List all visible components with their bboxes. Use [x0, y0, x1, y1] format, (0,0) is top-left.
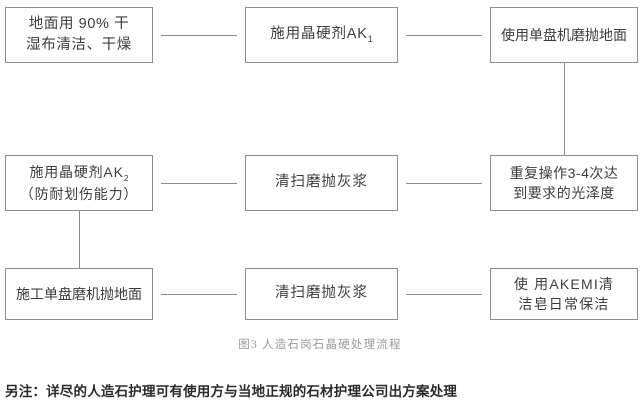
connector-r2-a-to-b [161, 183, 237, 184]
flow-node-apply-ak1-label: 施用晶硬剂AK1 [270, 24, 372, 46]
connector-r2-b-to-c [406, 183, 482, 184]
flow-node-polish-single-disc: 使用单盘机磨抛地面 [490, 7, 638, 63]
flow-node-apply-ak2: 施用晶硬剂AK2 （防耐划伤能力） [5, 155, 153, 211]
flow-node-apply-ak2-line1: 施用晶硬剂AK [29, 163, 124, 180]
flow-node-sweep-slurry-middle-label: 清扫磨抛灰浆 [275, 174, 368, 191]
flow-node-apply-ak1: 施用晶硬剂AK1 [245, 7, 398, 63]
flow-node-construct-single-disc: 施工单盘磨机抛地面 [5, 268, 153, 320]
flow-node-construct-single-disc-label: 施工单盘磨机抛地面 [16, 285, 142, 302]
connector-a-down [79, 211, 80, 268]
connector-r1-b-to-c [406, 35, 482, 36]
flow-node-repeat-operation: 重复操作3-4次达 到要求的光泽度 [490, 155, 638, 211]
flow-node-clean-floor: 地面用 90% 干 湿布清洁、干燥 [5, 7, 153, 63]
flow-node-apply-ak1-subscript: 1 [367, 33, 373, 44]
connector-r3-b-to-c [406, 294, 482, 295]
flow-node-akemi-daily-care-label: 使 用AKEMI清 洁皂日常保洁 [513, 275, 615, 312]
flow-node-polish-single-disc-label: 使用单盘机磨抛地面 [501, 26, 627, 43]
connector-r3-a-to-b [161, 294, 237, 295]
flow-node-sweep-slurry-middle: 清扫磨抛灰浆 [245, 155, 398, 211]
connector-c-down [564, 63, 565, 155]
flow-node-apply-ak2-subscript: 2 [123, 172, 129, 183]
flow-node-sweep-slurry-bottom: 清扫磨抛灰浆 [245, 268, 398, 320]
flow-node-apply-ak2-label: 施用晶硬剂AK2 （防耐划伤能力） [20, 162, 138, 205]
flow-node-apply-ak2-line2: （防耐划伤能力） [19, 186, 139, 203]
connector-r1-a-to-b [161, 35, 237, 36]
flow-node-sweep-slurry-bottom-label: 清扫磨抛灰浆 [275, 285, 368, 302]
flow-node-apply-ak1-text: 施用晶硬剂AK [270, 26, 368, 43]
figure-footnote: 另注：详尽的人造石护理可有使用方与当地正规的石材护理公司出方案处理 [5, 384, 458, 399]
flow-node-repeat-operation-label: 重复操作3-4次达 到要求的光泽度 [509, 164, 619, 201]
flow-node-akemi-daily-care: 使 用AKEMI清 洁皂日常保洁 [490, 268, 638, 320]
figure-caption: 图3 人造石岗石晶硬处理流程 [238, 339, 402, 351]
flow-node-clean-floor-label: 地面用 90% 干 湿布清洁、干燥 [26, 15, 132, 53]
